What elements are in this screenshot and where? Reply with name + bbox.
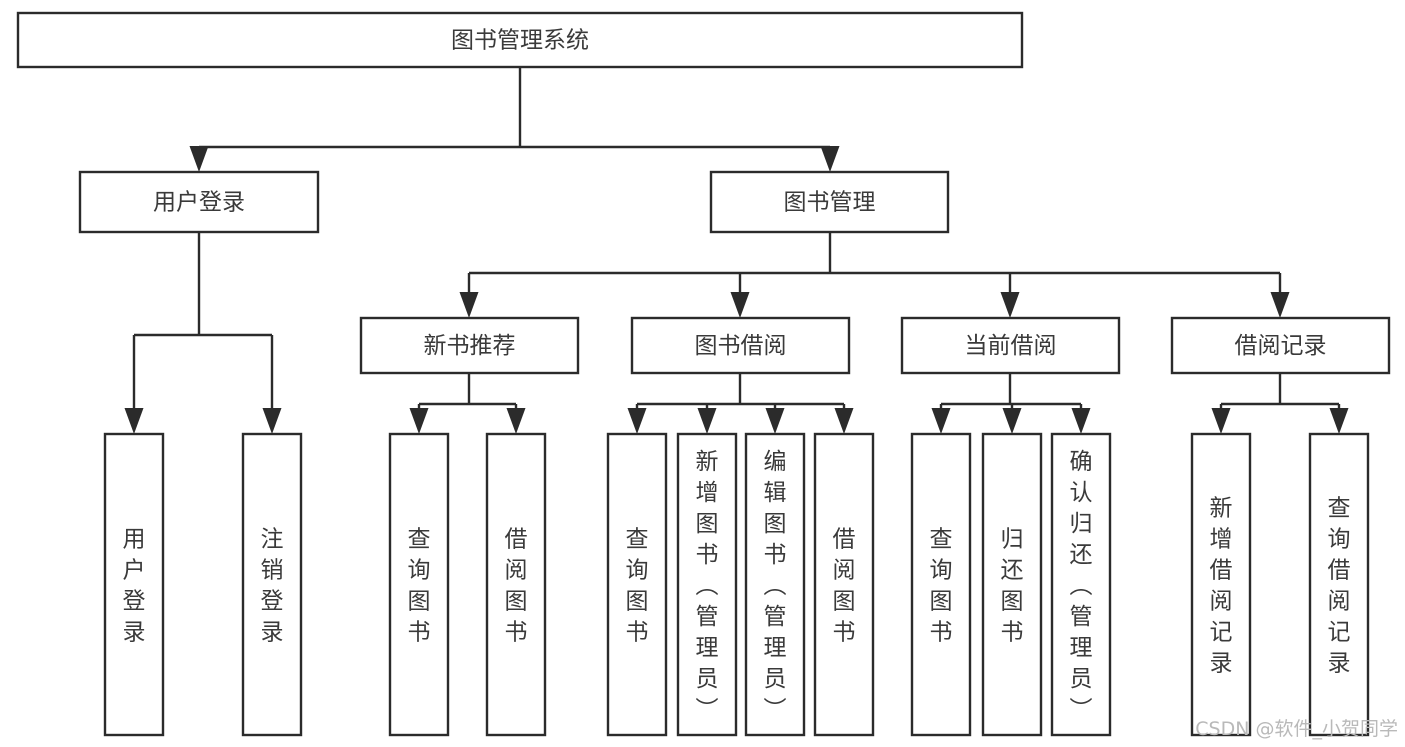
leaf-leaf-query-book-1[interactable]: 查询图书 (388, 432, 450, 737)
leaf-leaf-borrow-book-1[interactable]: 借阅图书 (485, 432, 547, 737)
node-layer: 图书管理系统用户登录图书管理新书推荐图书借阅当前借阅借阅记录用户登录注销登录查询… (16, 11, 1391, 737)
leaf-label: 新增借阅记录 (1210, 496, 1233, 677)
connector-root (189, 67, 840, 172)
connector-borrow-record (1211, 373, 1349, 434)
leaf-label: 确认归还︵管理员︶ (1070, 449, 1093, 723)
node-new-book-recommend[interactable]: 新书推荐 (359, 316, 580, 375)
leaf-label: 新增图书︵管理员︶ (696, 449, 719, 723)
leaf-label: 编辑图书︵管理员︶ (764, 449, 787, 723)
leaf-label: 查询图书 (408, 527, 431, 646)
csdn-watermark: CSDN @软件_小贺同学 (1195, 718, 1398, 740)
leaf-leaf-add-borrow-record[interactable]: 新增借阅记录 (1190, 432, 1252, 737)
node-book-manage[interactable]: 图书管理 (709, 170, 950, 234)
connector-new-book-recommend (409, 373, 526, 434)
leaf-label: 查询图书 (930, 527, 953, 646)
leaf-leaf-confirm-return[interactable]: 确认归还︵管理员︶ (1050, 432, 1112, 737)
node-label: 图书管理 (784, 190, 876, 216)
node-current-borrow[interactable]: 当前借阅 (900, 316, 1121, 375)
leaf-leaf-query-borrow-record[interactable]: 查询借阅记录 (1308, 432, 1370, 737)
node-label: 图书借阅 (695, 333, 787, 359)
connector-book-borrow (627, 373, 854, 434)
node-label: 当前借阅 (965, 333, 1057, 359)
node-user-login[interactable]: 用户登录 (78, 170, 320, 234)
node-label: 借阅记录 (1235, 333, 1327, 359)
leaf-label: 查询借阅记录 (1328, 496, 1351, 677)
leaf-label: 注销登录 (261, 527, 284, 646)
leaf-leaf-edit-book[interactable]: 编辑图书︵管理员︶ (744, 432, 806, 737)
leaf-label: 归还图书 (1001, 527, 1024, 646)
leaf-leaf-add-book[interactable]: 新增图书︵管理员︶ (676, 432, 738, 737)
leaf-label: 用户登录 (123, 527, 146, 646)
connector-layer (124, 67, 1349, 434)
leaf-label: 查询图书 (626, 527, 649, 646)
node-root[interactable]: 图书管理系统 (16, 11, 1024, 69)
connector-book-manage (459, 232, 1290, 318)
leaf-leaf-return-book[interactable]: 归还图书 (981, 432, 1043, 737)
node-label: 新书推荐 (424, 333, 516, 359)
leaf-label: 借阅图书 (833, 527, 856, 646)
leaf-leaf-user-logout[interactable]: 注销登录 (241, 432, 303, 737)
leaf-leaf-borrow-book-2[interactable]: 借阅图书 (813, 432, 875, 737)
leaf-leaf-user-login[interactable]: 用户登录 (103, 432, 165, 737)
leaf-label: 借阅图书 (505, 527, 528, 646)
connector-user-login (124, 232, 282, 434)
node-book-borrow[interactable]: 图书借阅 (630, 316, 851, 375)
node-borrow-record[interactable]: 借阅记录 (1170, 316, 1391, 375)
leaf-leaf-query-book-2[interactable]: 查询图书 (606, 432, 668, 737)
node-label: 图书管理系统 (451, 28, 589, 54)
connector-current-borrow (931, 373, 1091, 434)
leaf-leaf-query-book-3[interactable]: 查询图书 (910, 432, 972, 737)
node-label: 用户登录 (153, 190, 245, 216)
